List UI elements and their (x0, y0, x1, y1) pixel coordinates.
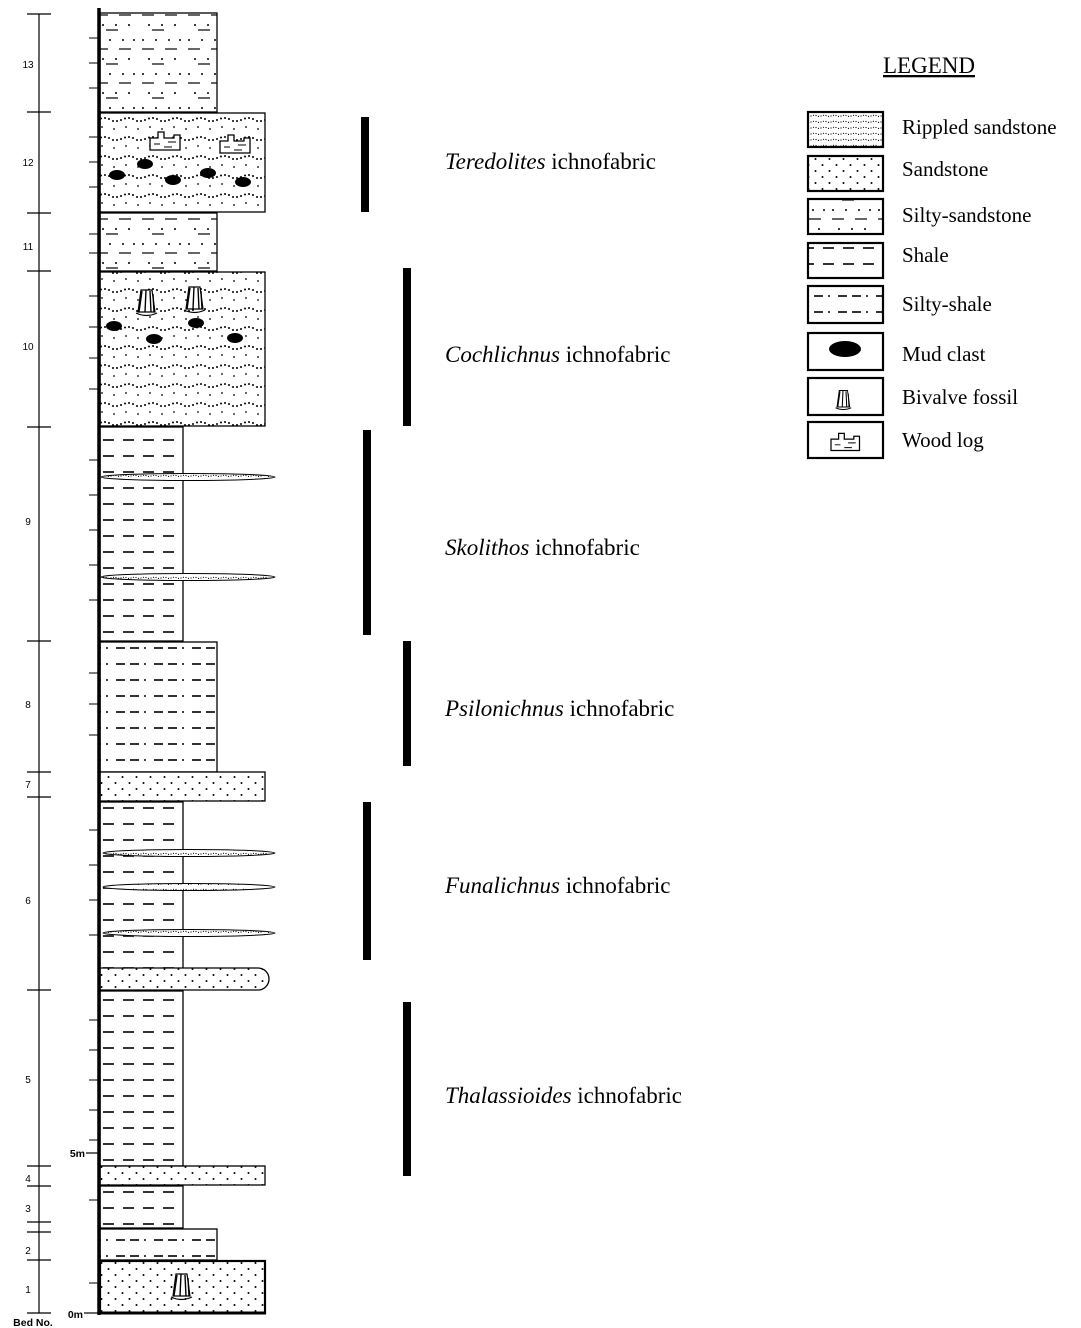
ichnofabric-label-funalichnus: Funalichnus ichnofabric (444, 873, 670, 898)
bed-number-label: 12 (22, 158, 34, 169)
legend-label: Mud clast (902, 342, 986, 366)
ichnofabric-bars (361, 117, 411, 1176)
bed-number-label: 11 (23, 242, 34, 253)
bed-7-sandstone (99, 771, 266, 802)
ichnofabric-bar-thalassioides (403, 1002, 411, 1176)
legend-swatch-rippled (806, 110, 885, 149)
legend: LEGEND Rippled sandstone Sandstone Silty… (806, 53, 1057, 460)
legend-item-silty-sandstone: Silty-sandstone (806, 197, 1032, 236)
legend-item-silty-shale: Silty-shale (806, 284, 992, 325)
bed-number-label: 5 (25, 1075, 31, 1086)
ichnofabric-label-thalassioides: Thalassioides ichnofabric (445, 1083, 682, 1108)
bed-8-silty-shale (99, 641, 218, 773)
bed-number-label: 9 (25, 517, 31, 528)
ichnofabric-label-skolithos: Skolithos ichnofabric (445, 535, 640, 560)
bed-number-label: 4 (25, 1174, 31, 1185)
bed-number-label: 3 (25, 1204, 31, 1215)
mud-clast-icon (106, 321, 122, 331)
ichnofabric-label-teredolites: Teredolites ichnofabric (445, 149, 656, 174)
bed-number-label: 6 (25, 896, 31, 907)
ichnofabric-label-psilonichnus: Psilonichnus ichnofabric (444, 696, 674, 721)
bed-4-sandstone (99, 1165, 266, 1186)
mud-clast-icon (109, 170, 125, 180)
legend-label: Silty-sandstone (902, 203, 1032, 227)
bed-9-shale (99, 426, 276, 642)
bed-12-rippled-sandstone (99, 112, 266, 213)
bed-11-silty-sandstone (99, 212, 218, 272)
mud-clast-icon (165, 175, 181, 185)
bed-13-silty-sandstone (99, 12, 218, 113)
legend-item-bivalve-fossil: Bivalve fossil (806, 376, 1018, 417)
bed-6-shale (99, 801, 276, 991)
sandstone-lens (102, 849, 276, 857)
ichnofabric-labels: Teredolites ichnofabric Cochlichnus ichn… (444, 149, 682, 1108)
bed-number-label: 2 (25, 1246, 31, 1257)
bed-number-label: 13 (22, 60, 34, 71)
ichnofabric-bar-psilonichnus (403, 641, 411, 766)
legend-swatch-silty-shale (806, 284, 885, 325)
bed-number-label: 10 (22, 342, 34, 353)
scale-label-0m: 0m (68, 1309, 83, 1321)
legend-label: Shale (902, 243, 949, 267)
ichnofabric-bar-cochlichnus (403, 268, 411, 426)
legend-item-wood-log: Wood log (806, 420, 984, 460)
legend-swatch-silty-sandstone (806, 197, 885, 236)
ichnofabric-bar-teredolites (361, 117, 369, 212)
legend-swatch-sandstone (806, 154, 885, 193)
legend-label: Sandstone (902, 157, 988, 181)
scale-label-5m: 5m (70, 1148, 85, 1160)
sandstone-lens (102, 929, 276, 937)
ichnofabric-bar-funalichnus (363, 802, 371, 960)
sandstone-lens (100, 473, 276, 481)
sandstone-lens (102, 883, 276, 891)
ichnofabric-label-cochlichnus: Cochlichnus ichnofabric (445, 342, 670, 367)
legend-item-shale: Shale (806, 241, 949, 280)
mud-clast-icon (227, 333, 243, 343)
bed-5-shale (99, 990, 184, 1167)
legend-item-rippled-sandstone: Rippled sandstone (806, 110, 1057, 149)
bed-1-sandstone (98, 1259, 267, 1315)
lithology-column (97, 8, 276, 1315)
bed-10-rippled-sandstone (99, 271, 266, 427)
bed-3-shale (99, 1185, 184, 1229)
mud-clast-icon (188, 318, 204, 328)
mud-clast-icon (829, 341, 861, 357)
mud-clast-icon (137, 159, 153, 169)
mud-clast-icon (146, 334, 162, 344)
bed-number-label: 1 (25, 1285, 31, 1296)
sandstone-lens (100, 573, 276, 581)
sandstone-layer (99, 967, 270, 991)
legend-label: Silty-shale (902, 292, 992, 316)
legend-label: Bivalve fossil (902, 385, 1018, 409)
legend-swatch-shale (806, 241, 885, 280)
mud-clast-icon (235, 177, 251, 187)
legend-title: LEGEND (883, 53, 975, 78)
bed-number-label: 8 (25, 700, 31, 711)
legend-item-sandstone: Sandstone (806, 154, 988, 193)
bed-number-header: Bed No. (13, 1317, 53, 1328)
bed-number-label: 7 (25, 780, 31, 791)
mud-clast-icon (200, 168, 216, 178)
legend-item-mud-clast: Mud clast (806, 331, 986, 372)
bed-2-silty-shale (99, 1228, 218, 1261)
legend-label: Wood log (902, 428, 984, 452)
ichnofabric-bar-skolithos (363, 430, 371, 635)
legend-label: Rippled sandstone (902, 115, 1057, 139)
